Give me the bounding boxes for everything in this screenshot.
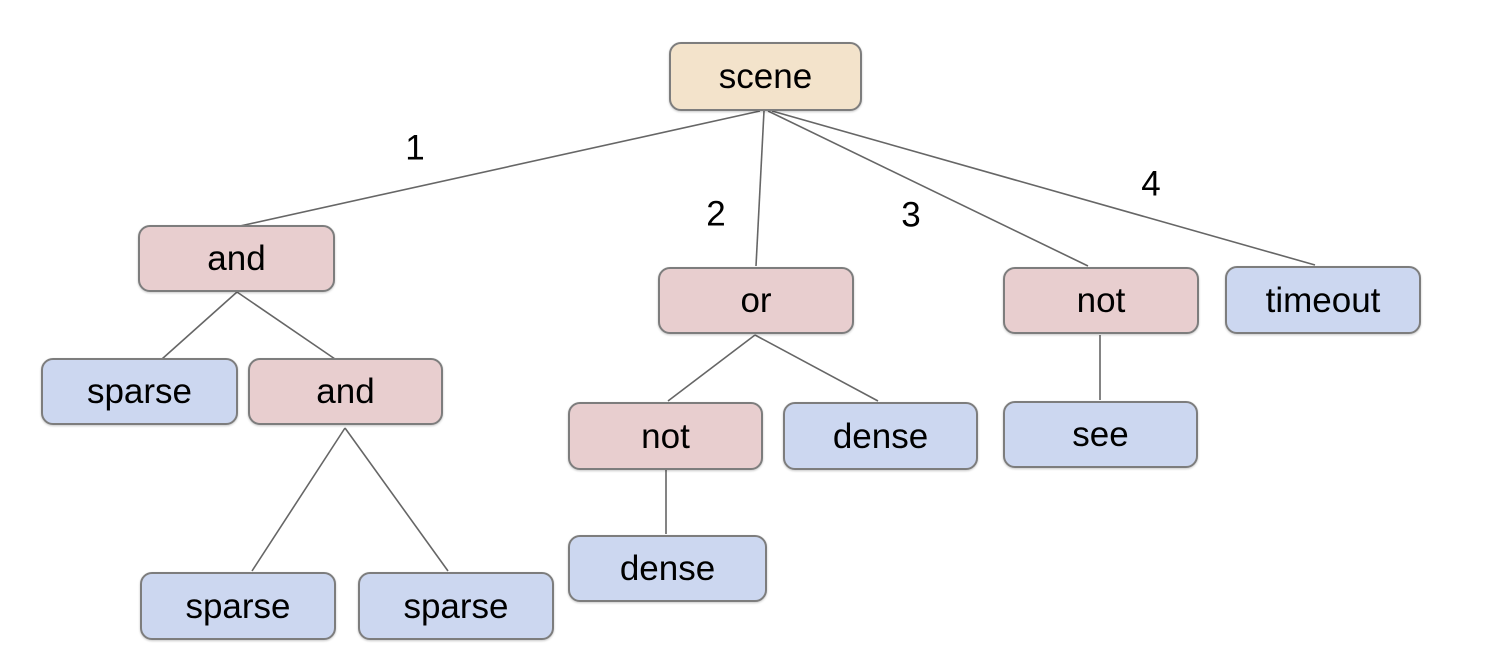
node-sparse-1: sparse (41, 358, 238, 425)
node-scene: scene (669, 42, 862, 111)
edge-and2-sparse3 (344, 427, 449, 572)
edge-and2-sparse2 (251, 427, 346, 572)
node-dense-2: dense (568, 535, 767, 602)
node-see-1: see (1003, 401, 1198, 468)
node-sparse-2: sparse (140, 572, 336, 640)
node-sparse-3: sparse (358, 572, 554, 640)
edge-label-2: 2 (706, 194, 726, 234)
edge-or-dense (754, 334, 879, 402)
edge-label-4: 4 (1141, 164, 1161, 204)
edge-scene-and (239, 110, 761, 227)
edge-scene-or (755, 110, 765, 267)
node-dense-1: dense (783, 402, 978, 470)
edge-or-not (667, 334, 756, 402)
node-not-1: not (1003, 267, 1199, 334)
edge-and-sparse (161, 291, 238, 360)
node-and-2: and (248, 358, 443, 425)
edge-label-3: 3 (901, 195, 921, 235)
edge-and-and (236, 291, 336, 360)
node-or-1: or (658, 267, 854, 334)
node-timeout-1: timeout (1225, 266, 1421, 334)
node-not-2: not (568, 402, 763, 470)
edge-scene-not (767, 110, 1089, 267)
edge-scene-timeout (771, 110, 1316, 266)
node-and-1: and (138, 225, 335, 292)
edge-label-1: 1 (405, 128, 425, 168)
